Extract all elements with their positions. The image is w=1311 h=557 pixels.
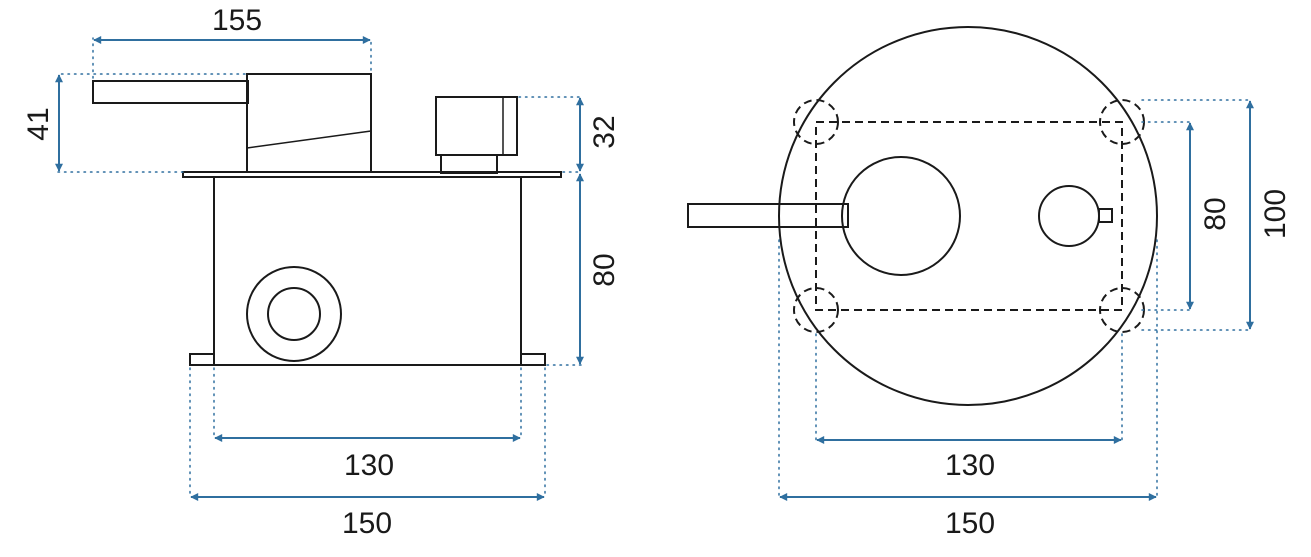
side-port-outer	[246, 266, 342, 362]
side-body-box	[213, 176, 522, 366]
front-knob-tab	[1098, 208, 1113, 223]
side-handle-bevel-line	[246, 130, 372, 149]
dim-label-41: 41	[22, 107, 55, 140]
dim-label-32: 32	[588, 115, 621, 148]
dim-label-130-side: 130	[344, 449, 394, 482]
side-lever-handle	[92, 80, 249, 104]
front-hidden-box	[815, 121, 1123, 311]
side-left-foot	[189, 353, 215, 366]
front-hidden-corner	[793, 287, 839, 333]
side-knob-stem	[440, 154, 498, 174]
front-knob	[1038, 185, 1100, 247]
front-handle-disc	[841, 156, 961, 276]
front-view: 80 100 130 150	[687, 26, 1292, 540]
front-cover-plate	[778, 26, 1158, 406]
dim-label-100-front: 100	[1259, 189, 1292, 239]
side-knob	[435, 96, 518, 156]
side-port-inner	[267, 287, 321, 341]
side-handle-block	[246, 73, 372, 173]
dim-label-80-front: 80	[1199, 197, 1232, 230]
dim-label-80-side: 80	[588, 253, 621, 286]
dim-label-150-front: 150	[945, 507, 995, 540]
front-lever-handle	[687, 203, 849, 228]
dim-label-155: 155	[212, 4, 262, 37]
front-hidden-corner	[793, 99, 839, 145]
side-view: 155 41 32 80 130 150	[22, 4, 621, 540]
dim-label-130-front: 130	[945, 449, 995, 482]
dim-label-150-side: 150	[342, 507, 392, 540]
side-right-foot	[520, 353, 546, 366]
